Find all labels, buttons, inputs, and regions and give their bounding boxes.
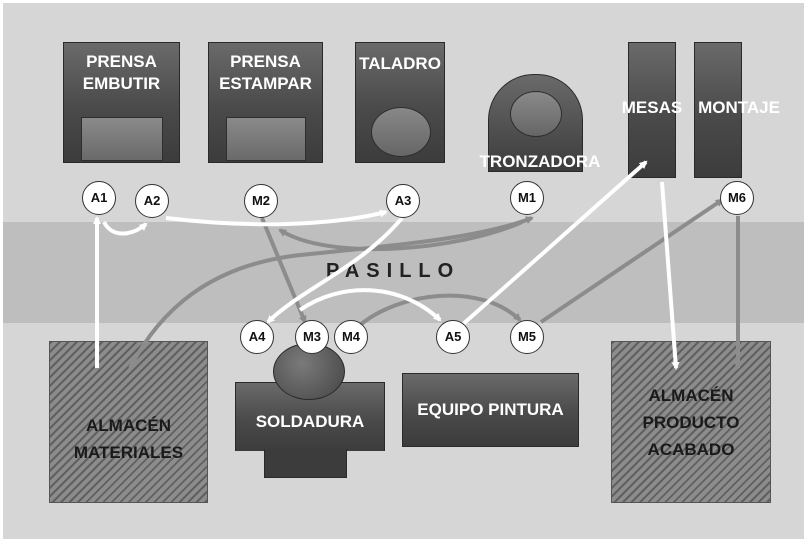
soldadura-base <box>264 449 347 478</box>
white-flow-a2-a3 <box>165 209 388 227</box>
machine-taladro: TALADRO <box>355 42 445 163</box>
machine-equipo-pintura: EQUIPO PINTURA <box>402 373 579 447</box>
machine-montaje <box>694 42 742 178</box>
node-m4: M4 <box>334 320 368 354</box>
white-flow-a5-mesas <box>460 160 648 327</box>
machine-label: PRENSA EMBUTIR <box>82 52 161 93</box>
drill-head <box>371 107 431 157</box>
gray-flow-m1-m2 <box>278 220 523 252</box>
node-m2: M2 <box>244 184 278 218</box>
node-a2: A2 <box>135 184 169 218</box>
machine-label: EQUIPO PINTURA <box>417 400 564 419</box>
gray-flow-m4-m5 <box>358 293 522 327</box>
machine-label: TALADRO <box>359 54 441 73</box>
machine-bed <box>81 117 163 161</box>
node-m1: M1 <box>510 181 544 215</box>
node-a1: A1 <box>82 181 116 215</box>
machine-label: SOLDADURA <box>255 412 365 431</box>
gray-flow-m2-m3 <box>260 217 307 324</box>
aisle-label: PASILLO <box>326 260 461 282</box>
white-flow-a3-a4 <box>266 216 404 324</box>
machine-tronzadora <box>488 74 583 172</box>
white-flow-mesas-producto <box>660 181 680 370</box>
machine-label-mesas: MESAS <box>621 98 683 117</box>
gray-flow-materiales-m1 <box>128 216 534 369</box>
node-m3: M3 <box>295 320 329 354</box>
store-producto-acabado: ALMACÉN PRODUCTO ACABADO <box>611 341 771 503</box>
white-flow-a4-a5 <box>298 288 442 322</box>
node-m5: M5 <box>510 320 544 354</box>
node-m6: M6 <box>720 181 754 215</box>
saw-wheel <box>510 91 562 137</box>
machine-prensa-estampar: PRENSA ESTAMPAR <box>208 42 323 163</box>
machine-label-montaje: MONTAJE <box>698 98 780 117</box>
store-materiales: ALMACÉN MATERIALES <box>49 341 208 503</box>
machine-label: PRENSA ESTAMPAR <box>219 52 312 93</box>
machine-prensa-embutir: PRENSA EMBUTIR <box>63 42 180 163</box>
store-label: ALMACÉN MATERIALES <box>73 416 184 462</box>
gray-flow-m5-m6 <box>539 198 724 324</box>
machine-mesas <box>628 42 676 178</box>
store-label: ALMACÉN PRODUCTO ACABADO <box>642 386 740 459</box>
node-a5: A5 <box>436 320 470 354</box>
machine-bed <box>226 117 306 161</box>
node-a3: A3 <box>386 184 420 218</box>
machine-label-tronzadora: TRONZADORA <box>479 152 601 171</box>
node-a4: A4 <box>240 320 274 354</box>
white-flow-a1-a2 <box>102 220 148 236</box>
